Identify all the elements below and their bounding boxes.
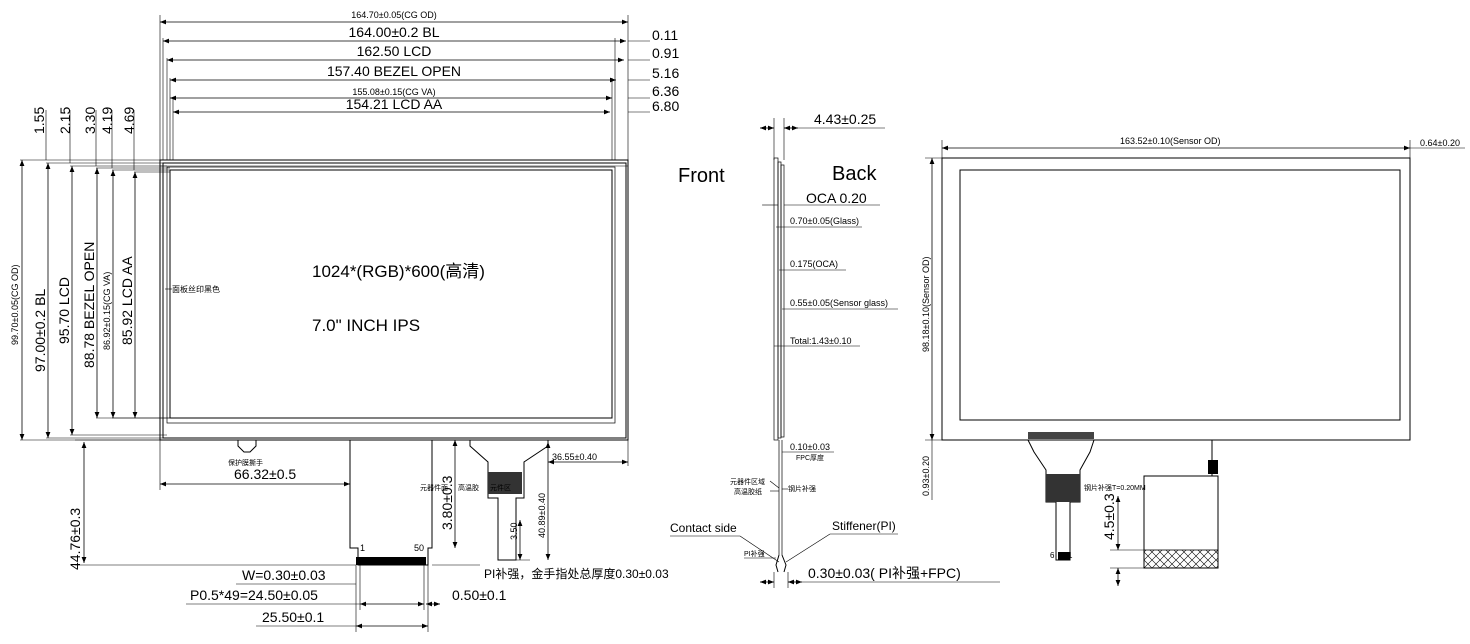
pin-50-label: 50 <box>414 543 424 553</box>
sensor-tail-tab <box>1208 460 1218 474</box>
lcd-aa-outline <box>169 169 613 419</box>
dim-lcd-aa-width: 154.21 LCD AA <box>346 96 443 112</box>
offset-r5: 6.80 <box>652 98 679 114</box>
sensor-height: 98.18±0.10(Sensor OD) <box>921 257 931 353</box>
side-thickness: 4.43±0.25 <box>814 111 876 127</box>
dim-bezel-height: 88.78 BEZEL OPEN <box>81 242 97 368</box>
side-steel: 钢片补强 <box>788 484 816 493</box>
heat-tape-label: 高温胶 <box>458 483 479 492</box>
dim-fpc-offset: 66.32±0.5 <box>234 466 296 482</box>
panel-print-note: 面板丝印黑色 <box>172 284 220 294</box>
glass-layer <box>773 157 779 441</box>
side-pi-label: PI补强 <box>744 549 765 558</box>
dim-bl-width: 164.00±0.2 BL <box>349 24 440 40</box>
offset-r3: 5.16 <box>652 65 679 81</box>
sensor-view: 163.52±0.10(Sensor OD) 0.64±0.20 98.18±0… <box>921 136 1465 586</box>
dim-cg-od-width: 164.70±0.05(CG OD) <box>351 10 436 20</box>
offset-r1: 0.11 <box>652 27 678 43</box>
comp-area-label: 元件区 <box>490 483 511 492</box>
sensor-pin-6: 6 <box>1050 551 1055 560</box>
dim-finger-total: 25.50±0.1 <box>262 609 324 625</box>
sensor-od-outline <box>941 157 1411 441</box>
dim-touch-fpc-offset: 36.55±0.40 <box>552 452 597 462</box>
dim-pin-pitch: P0.5*49=24.50±0.05 <box>190 587 318 603</box>
sensor-tail <box>1143 440 1219 569</box>
side-heat-tape: 高温胶纸 <box>734 487 762 496</box>
dim-cg-va-width: 155.08±0.15(CG VA) <box>352 87 435 97</box>
sensor-bond-area <box>1028 432 1094 439</box>
pi-fpc-total: 0.30±0.03( PI补强+FPC) <box>808 565 961 581</box>
sensor-offset-left: 0.93±0.20 <box>921 456 931 496</box>
front-label: Front <box>678 165 725 187</box>
top-offset-4: 4.19 <box>99 107 115 134</box>
panel-size: 7.0" INCH IPS <box>312 316 420 335</box>
oca-thickness-1: OCA 0.20 <box>806 190 867 206</box>
sensor-layer <box>780 164 785 438</box>
oca-thickness-2: 0.175(OCA) <box>790 259 838 269</box>
stiffener-label: Stiffener(PI) <box>832 519 896 533</box>
cover-glass-outline <box>159 159 629 441</box>
sensor-pin-1: 1 <box>1068 551 1073 560</box>
comp-face-label: 元器件面 <box>420 483 448 492</box>
dim-bezel-width: 157.40 BEZEL OPEN <box>327 63 461 79</box>
gold-finger-pins <box>356 557 426 565</box>
dim-pin-width: W=0.30±0.03 <box>242 567 326 583</box>
offset-r2: 0.91 <box>652 45 679 61</box>
sensor-pins <box>1058 552 1070 560</box>
film-note: 保护膜撕手 <box>228 458 263 467</box>
oca-layer <box>777 161 782 439</box>
sensor-aa-outline <box>959 169 1401 421</box>
dim-touch-fpc-length: 40.89±0.40 <box>537 493 547 538</box>
side-view: 4.43±0.25 Front Back OCA 0.20 0.70±0.05(… <box>670 111 1000 588</box>
offset-r4: 6.36 <box>652 83 679 99</box>
dim-lcd-aa-height: 85.92 LCD AA <box>119 256 135 345</box>
front-view: 164.70±0.05(CG OD) 164.00±0.2 BL 162.50 … <box>10 10 679 632</box>
total-thickness: Total:1.43±0.10 <box>790 336 851 346</box>
dim-cg-od-height: 99.70±0.05(CG OD) <box>10 265 20 345</box>
top-offset-3: 3.30 <box>82 107 98 134</box>
dim-pin-edge: 0.50±0.1 <box>452 587 507 603</box>
glass-thickness: 0.70±0.05(Glass) <box>790 216 859 226</box>
top-offset-5: 4.69 <box>121 107 137 134</box>
dim-cg-va-height: 86.92±0.15(CG VA) <box>102 272 112 350</box>
sensor-offset-right: 0.64±0.20 <box>1420 138 1460 148</box>
lcd-outline <box>166 166 616 424</box>
fpc-thickness-label: FPC厚度 <box>796 453 824 462</box>
sensor-width: 163.52±0.10(Sensor OD) <box>1120 136 1221 146</box>
back-label: Back <box>832 163 877 185</box>
fpc-thickness: 0.10±0.03 <box>790 442 830 452</box>
top-offset-1: 1.55 <box>31 107 47 134</box>
dim-bl-height: 97.00±0.2 BL <box>32 289 48 372</box>
dim-gap: 3.80±0.3 <box>439 475 455 530</box>
sensor-steel-note: 钢片补强T=0.20MM <box>1084 483 1146 492</box>
panel-resolution: 1024*(RGB)*600(高清) <box>312 262 485 281</box>
sensor-tail-hatch <box>1143 549 1219 569</box>
pi-note: PI补强，金手指处总厚度0.30±0.03 <box>484 566 669 581</box>
pin-1-label: 1 <box>360 543 365 553</box>
top-offset-2: 2.15 <box>57 107 73 134</box>
component-area <box>488 472 522 494</box>
dim-fpc-length: 44.76±0.3 <box>67 508 83 570</box>
sensor-tail-dim: 4.5±0.3 <box>1101 493 1117 540</box>
sensor-glass-thickness: 0.55±0.05(Sensor glass) <box>790 298 888 308</box>
dim-lcd-width: 162.50 LCD <box>357 43 432 59</box>
dim-lcd-height: 95.70 LCD <box>56 277 72 344</box>
dim-stiffener: 3.50 <box>509 522 519 540</box>
contact-side-label: Contact side <box>670 521 737 535</box>
bl-outline <box>162 162 627 439</box>
side-comp-area: 元器件区域 <box>730 477 765 486</box>
film-pull-tab <box>237 440 257 453</box>
sensor-steel-stiffener <box>1046 474 1080 502</box>
